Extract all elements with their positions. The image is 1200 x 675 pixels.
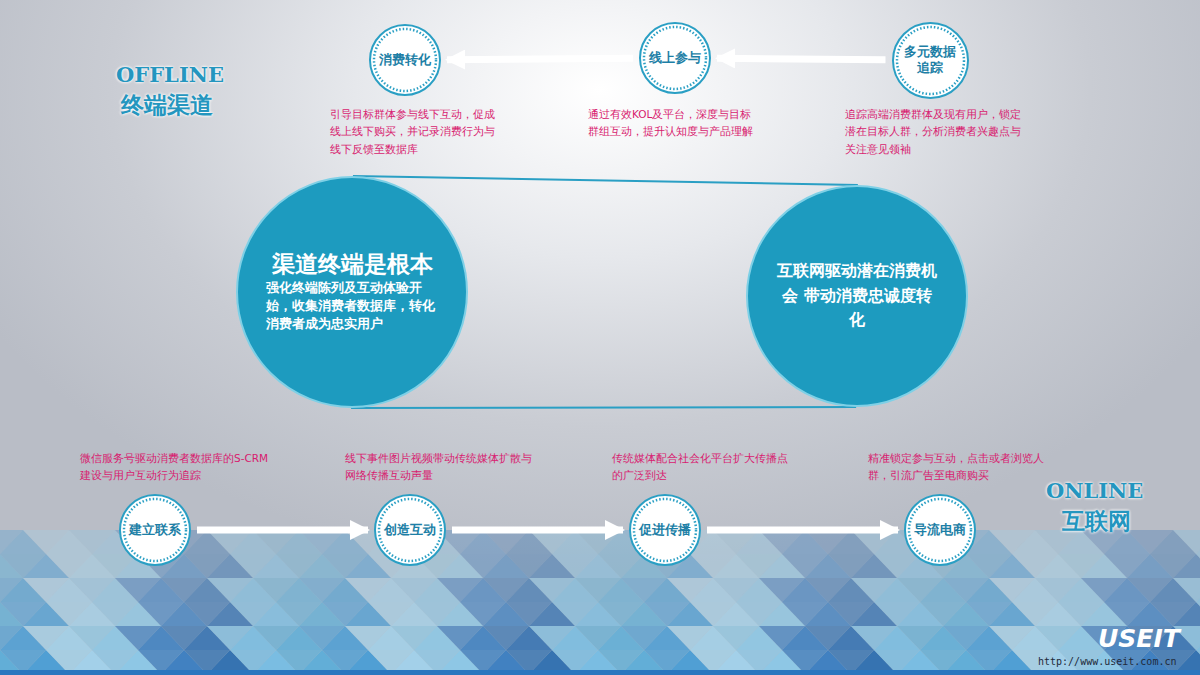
- belt-line: [351, 406, 856, 409]
- step-circle: 创造互动: [374, 494, 446, 566]
- dotted-ring: [374, 29, 436, 91]
- step-circle: 线上参与: [639, 22, 711, 94]
- circle-border: [630, 495, 700, 565]
- circle-text: 互联网驱动潜在消费机会 带动消费忠诚度转化: [775, 259, 939, 333]
- step-circle: 多元数据追踪: [892, 22, 969, 99]
- step-description: 传统媒体配合社会化平台扩大传播点的广泛到达: [612, 450, 788, 485]
- bottom-band: [0, 670, 1200, 675]
- circle-border: [905, 495, 975, 565]
- circle-content: 线上参与: [647, 50, 703, 66]
- step-description: 追踪高端消费群体及现有用户，锁定潜在目标人群，分析消费者兴趣点与关注意见领袖: [845, 106, 1023, 158]
- step-title: 建立联系: [129, 522, 181, 538]
- key-circle: 渠道终端是根本强化终端陈列及互动体验开始，收集消费者数据库，转化消费者成为忠实用…: [236, 176, 468, 408]
- step-title: 消费转化: [379, 52, 431, 68]
- circle-content: 互联网驱动潜在消费机会 带动消费忠诚度转化: [775, 259, 939, 333]
- step-circle: 建立联系: [119, 494, 191, 566]
- circle-fill: [237, 177, 467, 407]
- step-description: 通过有效KOL及平台，深度与目标群组互动，提升认知度与产品理解: [588, 106, 760, 141]
- flow-arrow: [717, 58, 886, 59]
- dotted-ring: [634, 499, 696, 561]
- circle-content: 多元数据追踪: [902, 44, 958, 75]
- region-label: 终端渠道: [121, 90, 213, 121]
- circle-fill: [747, 186, 967, 406]
- dotted-ring: [909, 499, 971, 561]
- step-title: 促进传播: [639, 522, 691, 538]
- circle-content: 建立联系: [127, 522, 183, 538]
- step-title: 线上参与: [649, 50, 701, 66]
- circle-content: 导流电商: [912, 522, 968, 538]
- step-description: 精准锁定参与互动，点击或者浏览人群，引流广告至电商购买: [868, 450, 1046, 485]
- zigzag-triangle: [1196, 554, 1200, 578]
- circle-content: 促进传播: [637, 522, 693, 538]
- zigzag-triangle: [1173, 578, 1200, 602]
- circle-text: 强化终端陈列及互动体验开始，收集消费者数据库，转化消费者成为忠实用户: [266, 279, 438, 334]
- step-title: 导流电商: [914, 522, 966, 538]
- belt-line: [353, 176, 858, 185]
- circle-border: [375, 495, 445, 565]
- zigzag-triangle: [1196, 530, 1200, 554]
- zigzag-triangle: [1173, 602, 1200, 626]
- flow-arrow: [447, 58, 633, 59]
- circle-border: [893, 23, 968, 98]
- step-title: 创造互动: [384, 522, 436, 538]
- step-description: 微信服务号驱动消费者数据库的S-CRM建设与用户互动行为追踪: [80, 450, 270, 485]
- flow-arrow: [707, 527, 898, 534]
- region-label: ONLINE: [1046, 478, 1143, 503]
- zigzag-triangle: [1173, 530, 1200, 554]
- dotted-ring: [897, 27, 964, 94]
- region-label: OFFLINE: [116, 62, 224, 87]
- circle-heading: 渠道终端是根本: [272, 250, 433, 279]
- circle-border: [120, 495, 190, 565]
- step-circle: 导流电商: [904, 494, 976, 566]
- key-circle: 互联网驱动潜在消费机会 带动消费忠诚度转化: [746, 185, 968, 407]
- dotted-ring: [124, 499, 186, 561]
- dotted-ring: [644, 27, 706, 89]
- step-description: 线下事件图片视频带动传统媒体扩散与网络传播互动声量: [345, 450, 535, 485]
- circle-border: [640, 23, 710, 93]
- watermark-url: http://www.useit.com.cn: [1038, 656, 1176, 667]
- circle-content: 创造互动: [382, 522, 438, 538]
- zigzag-triangle: [1196, 578, 1200, 602]
- step-circle: 消费转化: [369, 24, 441, 96]
- dotted-ring: [379, 499, 441, 561]
- zigzag-triangle: [1196, 626, 1200, 650]
- zigzag-triangle: [1173, 554, 1200, 578]
- watermark: USEIT: [1098, 624, 1180, 653]
- step-title: 多元数据追踪: [902, 44, 958, 75]
- flow-arrow: [452, 527, 623, 534]
- circle-border: [370, 25, 440, 95]
- flow-arrow: [197, 527, 368, 534]
- region-label: 互联网: [1062, 506, 1131, 537]
- step-circle: 促进传播: [629, 494, 701, 566]
- circle-content: 消费转化: [377, 52, 433, 68]
- circle-content: 渠道终端是根本强化终端陈列及互动体验开始，收集消费者数据库，转化消费者成为忠实用…: [266, 250, 438, 333]
- zigzag-triangle: [1196, 602, 1200, 626]
- step-description: 引导目标群体参与线下互动，促成线上线下购买，并记录消费行为与线下反馈至数据库: [330, 106, 502, 158]
